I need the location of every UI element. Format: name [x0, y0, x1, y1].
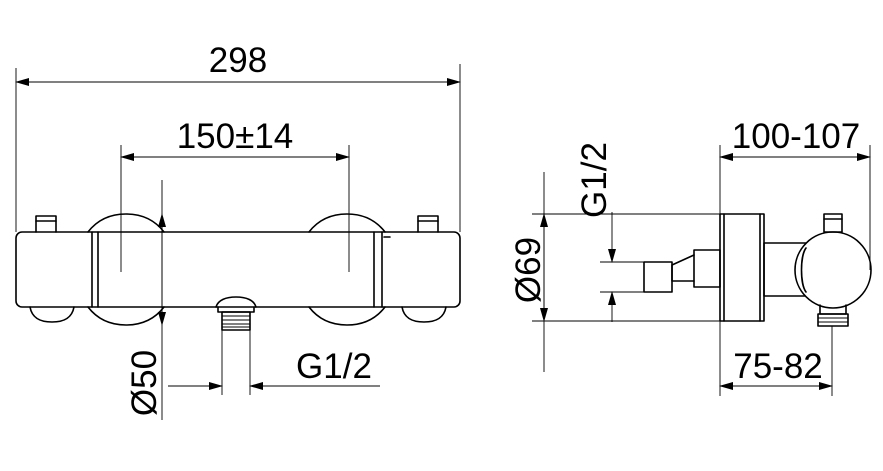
dim-text-outlet-thread: G1/2	[296, 347, 372, 386]
side-view: 100-107 75-82 Ø69 G1/2	[509, 117, 872, 396]
dim-text-d50: Ø50	[125, 350, 164, 416]
dim-text-100-107: 100-107	[732, 117, 860, 156]
mixer-body	[15, 231, 461, 308]
left-bottom-foot	[29, 306, 75, 323]
right-top-knob	[417, 215, 439, 233]
right-handle-circle	[308, 213, 386, 326]
bottom-outlet	[215, 296, 257, 331]
left-top-knob	[35, 215, 57, 233]
dim-text-75-82: 75-82	[733, 347, 823, 386]
right-bottom-foot	[401, 306, 447, 323]
dim-text-d69: Ø69	[509, 237, 548, 303]
wall-rosette	[719, 213, 765, 322]
left-handle-circle	[87, 213, 165, 326]
mixer-body-circle	[794, 231, 872, 309]
dim-text-inlet-thread: G1/2	[575, 142, 614, 218]
dim-text-150: 150±14	[177, 117, 294, 156]
front-view: 298 150±14 Ø50 G1/2	[15, 41, 461, 420]
dim-text-298: 298	[209, 41, 267, 80]
